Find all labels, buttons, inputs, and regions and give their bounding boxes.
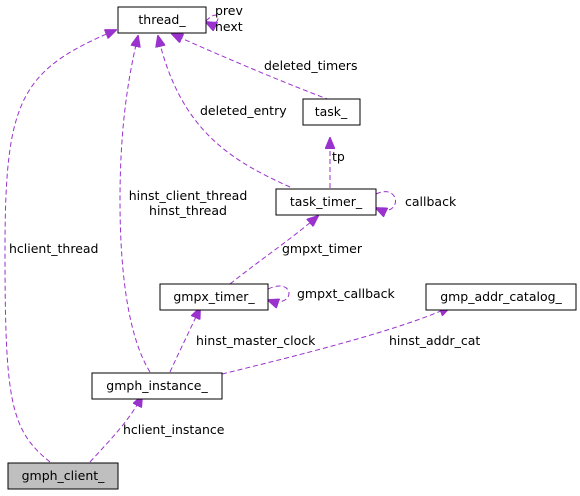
node-task-label: task_ bbox=[315, 104, 348, 119]
label-hinst-client-thread: hinst_client_thread bbox=[129, 188, 248, 203]
node-gmp-addr-catalog[interactable]: gmp_addr_catalog_ bbox=[425, 283, 577, 311]
node-gmp-addr-catalog-label: gmp_addr_catalog_ bbox=[440, 289, 562, 304]
node-gmph-instance[interactable]: gmph_instance_ bbox=[91, 372, 223, 400]
edge-thread-self bbox=[206, 14, 219, 23]
label-gmpxt-callback: gmpxt_callback bbox=[297, 286, 396, 301]
edge-hclient-thread-line bbox=[4, 30, 116, 463]
label-deleted-timers: deleted_timers bbox=[264, 58, 357, 73]
label-gmpxt-timer: gmpxt_timer bbox=[282, 241, 363, 256]
edge-hinst-addr-cat bbox=[221, 307, 450, 375]
edge-thread-self-line bbox=[206, 14, 219, 23]
edge-callback-line bbox=[376, 191, 396, 211]
node-gmpx-timer-label: gmpx_timer_ bbox=[173, 289, 255, 304]
edge-gmpxt-callback-line bbox=[268, 285, 290, 302]
edge-hclient-thread bbox=[4, 30, 116, 463]
node-gmph-client-label: gmph_client_ bbox=[22, 468, 106, 483]
node-task-timer-label: task_timer_ bbox=[290, 194, 363, 209]
node-gmph-instance-label: gmph_instance_ bbox=[106, 378, 208, 393]
label-hinst-addr-cat: hinst_addr_cat bbox=[389, 333, 480, 348]
label-next: next bbox=[215, 19, 243, 34]
edge-deleted-timers bbox=[172, 34, 331, 101]
node-task[interactable]: task_ bbox=[302, 98, 361, 126]
edge-gmpxt-timer bbox=[229, 216, 318, 285]
node-gmph-client[interactable]: gmph_client_ bbox=[7, 462, 119, 490]
edge-gmpxt-timer-line bbox=[229, 216, 318, 285]
edge-hinst-thread bbox=[119, 36, 151, 373]
edge-hinst-addr-cat-line bbox=[221, 307, 450, 375]
edge-hinst-master-clock bbox=[169, 308, 200, 373]
edge-gmpxt-callback bbox=[268, 285, 290, 302]
node-thread-label: thread_ bbox=[138, 12, 186, 27]
edge-hinst-master-clock-line bbox=[169, 308, 200, 373]
label-tp: tp bbox=[332, 149, 345, 164]
label-hclient-instance: hclient_instance bbox=[123, 422, 225, 437]
edge-deleted-timers-line bbox=[172, 34, 331, 101]
label-prev: prev bbox=[215, 3, 243, 18]
label-hinst-thread: hinst_thread bbox=[149, 203, 227, 218]
edge-hclient-instance-line bbox=[89, 396, 142, 463]
edge-callback bbox=[376, 191, 396, 211]
edge-deleted-entry-line bbox=[158, 36, 291, 188]
edge-hclient-instance bbox=[89, 396, 142, 463]
node-task-timer[interactable]: task_timer_ bbox=[275, 188, 377, 216]
label-hclient-thread: hclient_thread bbox=[9, 241, 98, 256]
label-deleted-entry: deleted_entry bbox=[200, 103, 287, 118]
edge-deleted-entry bbox=[158, 36, 291, 188]
node-gmpx-timer[interactable]: gmpx_timer_ bbox=[159, 283, 269, 311]
label-callback: callback bbox=[405, 194, 457, 209]
edge-hinst-thread-line bbox=[119, 36, 151, 373]
label-hinst-master-clock: hinst_master_clock bbox=[196, 333, 316, 348]
node-thread[interactable]: thread_ bbox=[117, 6, 207, 34]
